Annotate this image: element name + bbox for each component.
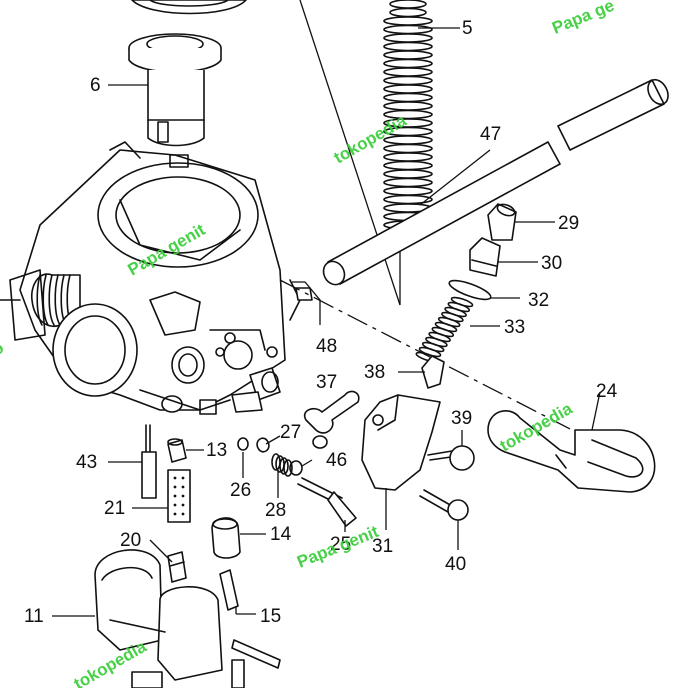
fitting-29 bbox=[487, 203, 517, 241]
label-48: 48 bbox=[316, 336, 337, 357]
label-31: 31 bbox=[372, 536, 393, 557]
carburetor-body bbox=[0, 141, 301, 415]
needle-25 bbox=[297, 477, 357, 527]
washer-32 bbox=[448, 279, 492, 301]
screw-39 bbox=[427, 445, 475, 471]
label-29: 29 bbox=[558, 213, 579, 234]
label-5: 5 bbox=[462, 18, 473, 39]
gasket-37 bbox=[303, 390, 360, 449]
label-27: 27 bbox=[280, 422, 301, 443]
label-33: 33 bbox=[504, 317, 525, 338]
jet-13 bbox=[167, 438, 187, 463]
diaphragm-cap bbox=[131, 0, 247, 15]
leader-48 bbox=[292, 281, 321, 325]
float-11 bbox=[94, 549, 281, 688]
label-14: 14 bbox=[270, 524, 292, 545]
label-37: 37 bbox=[316, 372, 337, 393]
hose-24 bbox=[487, 410, 656, 493]
piston-valve-6 bbox=[128, 33, 222, 147]
valve-38 bbox=[421, 355, 445, 389]
spring-5 bbox=[383, 0, 433, 230]
watermark-papa-genit-top: Papa ge bbox=[549, 0, 617, 38]
label-46: 46 bbox=[326, 450, 347, 471]
leader-lines bbox=[52, 27, 601, 617]
label-28: 28 bbox=[265, 500, 286, 521]
oring-46 bbox=[289, 460, 303, 476]
clip-27 bbox=[256, 437, 270, 453]
float-pin-15 bbox=[219, 569, 239, 611]
label-30: 30 bbox=[541, 253, 562, 274]
label-13: 13 bbox=[206, 440, 227, 461]
pilot-jet-43 bbox=[141, 424, 157, 499]
label-11: 11 bbox=[24, 606, 44, 627]
bracket-48 bbox=[295, 287, 313, 301]
bracket-31 bbox=[361, 394, 441, 491]
label-47: 47 bbox=[480, 124, 501, 145]
label-25: 25 bbox=[330, 534, 351, 555]
spring-28 bbox=[271, 453, 293, 477]
needle-jet-21 bbox=[167, 469, 191, 523]
spring-33 bbox=[415, 296, 474, 363]
tube-47 bbox=[322, 78, 669, 286]
watermark-edge-left: o bbox=[0, 338, 7, 360]
label-38: 38 bbox=[364, 362, 385, 383]
label-20: 20 bbox=[120, 530, 141, 551]
label-6: 6 bbox=[90, 75, 101, 96]
label-39: 39 bbox=[451, 408, 472, 429]
label-15: 15 bbox=[260, 606, 281, 627]
label-43: 43 bbox=[76, 452, 97, 473]
main-jet-20 bbox=[167, 551, 187, 583]
label-21: 21 bbox=[104, 498, 125, 519]
label-26: 26 bbox=[230, 480, 251, 501]
label-32: 32 bbox=[528, 290, 549, 311]
label-24: 24 bbox=[596, 381, 618, 402]
label-40: 40 bbox=[445, 554, 466, 575]
watermark-tokopedia-top: tokopedia bbox=[331, 111, 411, 168]
nut-30 bbox=[469, 237, 501, 277]
watermark-papa-genit-bottom: Papa genit bbox=[294, 522, 381, 572]
screw-40 bbox=[419, 489, 469, 521]
plug-14 bbox=[211, 517, 241, 559]
ring-26 bbox=[237, 437, 249, 451]
part-labels: 5 6 47 29 30 32 33 48 38 37 24 39 27 46 … bbox=[24, 18, 618, 627]
